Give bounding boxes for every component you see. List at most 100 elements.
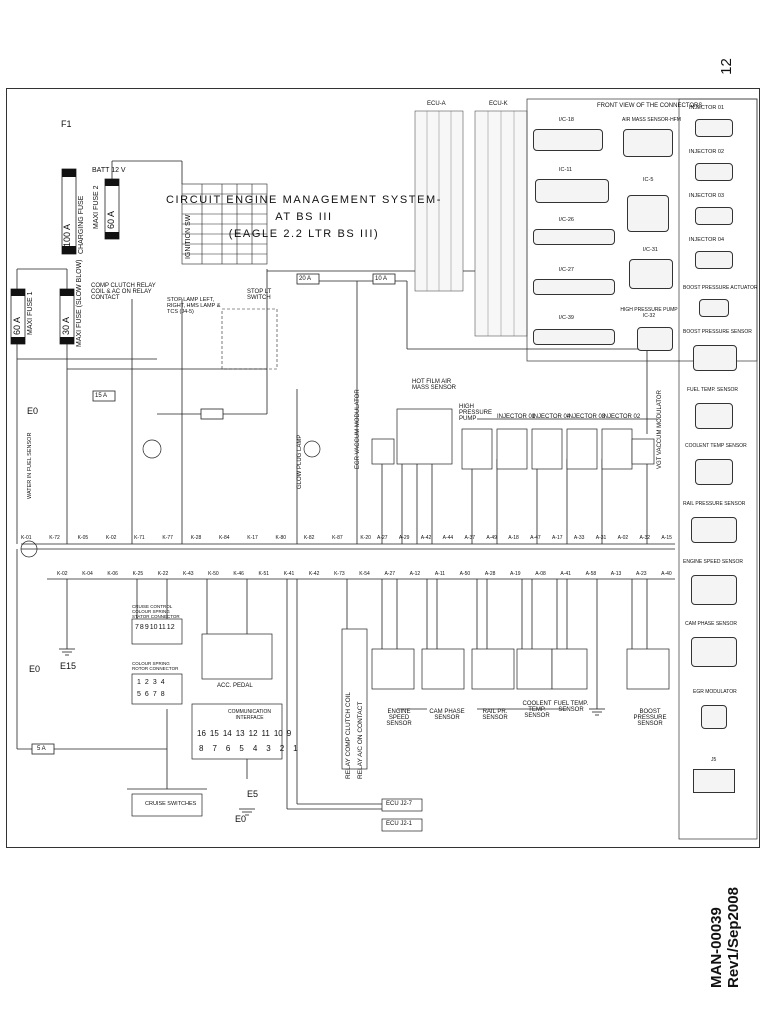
bus-label: A-28 [484,571,496,577]
conn-hp-pump: HIGH PRESSURE PUMP IC-32 [620,307,678,319]
fuse-10a: 10 A [375,276,388,282]
pin: 7 [212,744,217,753]
acc-pedal-label: ACC. PEDAL [217,683,253,689]
bus-label: A-11 [434,571,446,577]
title-line-1: CIRCUIT ENGINE MANAGEMENT SYSTEM-AT BS I… [165,194,443,223]
stop-lamp-note: STOP LAMP LEFT, RIGHT, HMS LAMP & TCS (J… [167,297,221,315]
cruise-pins-bottom: 5 6 7 8 [137,691,165,698]
pin: 14 [222,729,232,738]
doc-id: MAN-00039 [708,907,725,988]
pin: 1 [293,744,298,753]
rc-coolant-temp: COOLENT TEMP SENSOR [685,443,747,449]
fuel-temp-label: FUEL TEMP. SENSOR [553,701,589,713]
bus-label: K-71 [134,535,145,541]
pin: 9 [286,729,292,738]
ground-e0-left: E0 [29,664,41,674]
bus-label: A-18 [508,535,519,541]
a-bus-labels: A-27 A-29 A-42 A-44 A-37 A-49 A-18 A-47 … [377,535,672,541]
bus-label: K-54 [359,571,370,577]
ground-e0-bottom: E0 [235,814,247,824]
bus-label: A-40 [661,571,672,577]
connector-ic18-shape [533,129,603,151]
rc-rail-pressure: RAIL PRESSURE SENSOR [683,501,746,507]
rc-injector-01: INJECTOR 01 [689,105,725,111]
page-number: 12 [717,58,735,75]
bus-label: A-12 [409,571,421,577]
pin: 10 [149,624,158,631]
bus-label: A-29 [398,535,410,541]
bus-label: K-51 [258,571,270,577]
bus-label: A-49 [486,535,497,541]
conn-ic11: IC-11 [559,167,573,173]
rc-cam-phase-shape [691,637,737,667]
ground-e15: E15 [60,661,77,671]
bus-label: A-27 [384,571,395,577]
relay-ac-label: RELAY A/C ON CONTACT [357,701,364,779]
rc-injector-04-shape [695,251,733,269]
injector-03-label: INJECTOR 03 [567,414,606,420]
ecu-k-label: ECU-K [489,101,508,107]
comp-clutch-note: COMP CLUTCH RELAY COIL & AC ON RELAY CON… [91,283,156,301]
bus-label: K-72 [49,535,60,541]
bus-label: A-44 [442,535,454,541]
rc-injector-04: INJECTOR 04 [689,237,725,243]
cruise-switches-label: CRUISE SWITCHES [145,801,197,807]
conn-ic26: I/C-26 [559,217,574,223]
comm-interface-label: COMMUNICATION INTERFACE [228,709,271,721]
injector-02-label: INJECTOR 02 [602,414,641,420]
conn-air-mass: AIR MASS SENSOR-HFM [622,117,681,123]
rc-engine-speed-shape [691,575,737,605]
pin: 11 [158,624,166,631]
pin: 8 [139,624,144,631]
connector-ic27-shape [533,279,615,295]
hot-film-label: HOT FILM AIR MASS SENSOR [412,379,457,391]
fuse-maxi2-label: MAXI FUSE 2 [93,185,100,229]
pin: 1 [137,679,141,686]
bus-label: K-20 [360,535,371,541]
connector-ic26-shape [533,229,615,245]
bus-label: K-22 [157,571,169,577]
pin: 4 [252,744,258,753]
bus-label: A-31 [595,535,607,541]
bus-label: A-17 [552,535,563,541]
connectors-panel-title: FRONT VIEW OF THE CONNECTORS [597,103,703,109]
rc-egr-modulator-shape [701,705,727,729]
bus-label: K-06 [107,571,118,577]
fuse-charging-label: CHARGING FUSE [78,195,85,254]
connector-ic31-shape [629,259,673,289]
bus-label: K-28 [190,535,202,541]
bus-label: K-43 [182,571,194,577]
conn-ic39: I/C-39 [559,315,574,321]
pin: 4 [160,679,165,686]
pin: 5 [239,744,244,753]
injector-04-label: INJECTOR 04 [532,414,571,420]
bus-label: K-87 [332,535,343,541]
fuse-5a: 5 A [37,746,46,752]
rc-boost-actuator: BOOST PRESSURE ACTUATOR [683,285,758,291]
ecu-j2-1-label: ECU J2-1 [386,821,413,827]
pin: 6 [225,744,231,753]
fuse-charging-value: 100 A [62,223,72,247]
egr-vacuum-label: EGR VACCUM MODULATOR [355,389,361,469]
document-footer: MAN-00039 Rev1/Sep2008 [703,860,763,990]
rc-boost-sensor-shape [693,345,737,371]
conn-ic31: I/C-31 [643,247,658,253]
bus-label: A-15 [661,535,672,541]
pin: 2 [279,744,285,753]
rc-j5: J5 [711,757,717,763]
battery-label: BATT 12 V [92,167,126,174]
bus-label: K-17 [247,535,258,541]
cruise-rotor-label: COLOUR SPRING ROTOR CONNECTOR [132,661,179,671]
bus-label: K-84 [218,535,230,541]
bus-label: A-50 [459,571,471,577]
pin: 3 [266,744,271,753]
bus-label: K-50 [208,571,219,577]
rc-cam-phase: CAM PHASE SENSOR [685,621,737,627]
rc-boost-actuator-shape [699,299,729,317]
conn-ic5: IC-5 [643,177,654,183]
pin: 11 [261,729,270,738]
glow-plug-label: GLOW PLUG LAMP [297,434,303,489]
fuse-15a: 15 A [95,393,108,399]
cruise-pins-mid: 1 2 3 4 [137,679,165,686]
pin: 2 [144,679,149,686]
